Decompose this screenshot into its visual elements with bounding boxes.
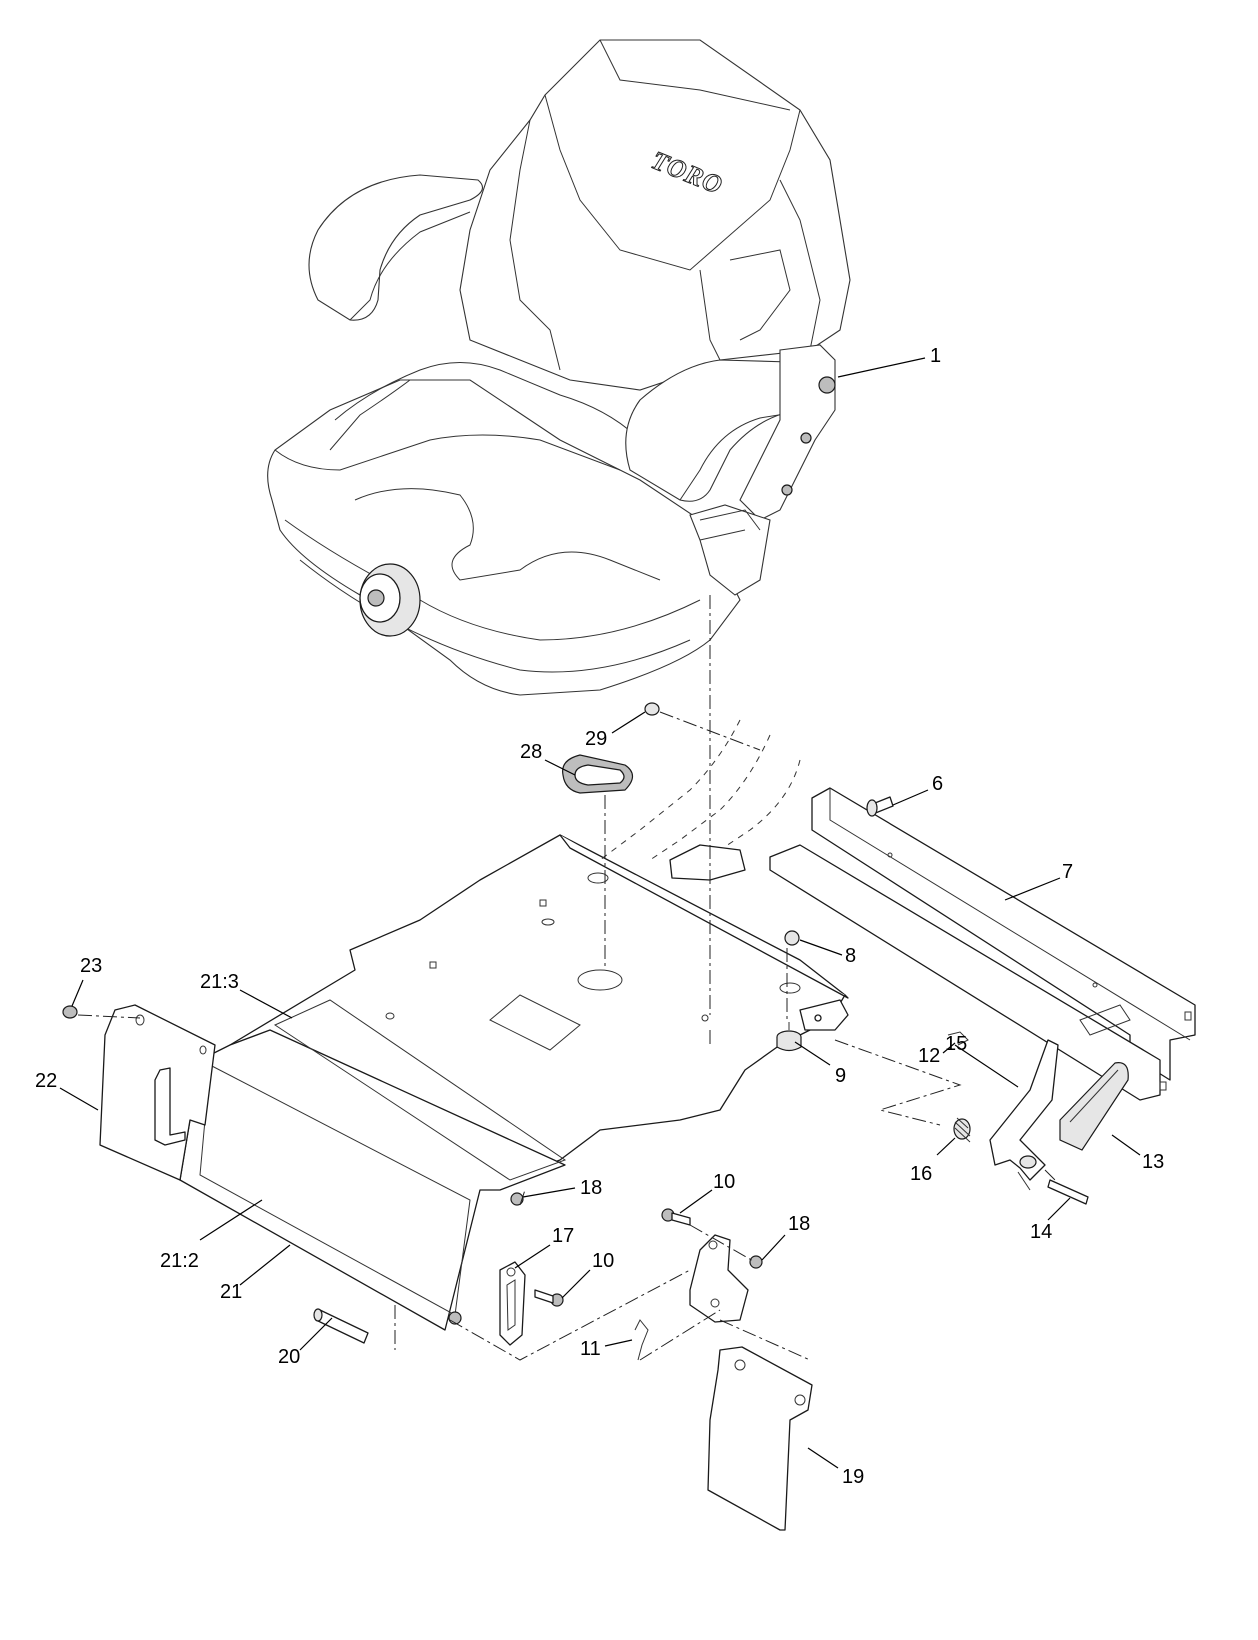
callout-20: 20 [278, 1346, 300, 1368]
lock-nut-lower [749, 1255, 763, 1269]
callout-10-upper: 10 [713, 1171, 735, 1193]
callout-12: 12 [918, 1045, 940, 1067]
hairpin-clip [634, 1319, 649, 1361]
latch-lever [989, 1039, 1059, 1191]
seat-adjustment-knob [359, 563, 421, 637]
callout-8: 8 [845, 945, 856, 967]
callout-21: 21 [220, 1281, 242, 1303]
callout-labels: 1 6 7 8 9 10 10 11 12 13 14 15 16 17 18 … [35, 345, 1164, 1488]
callout-16: 16 [910, 1163, 932, 1185]
callout-18-lower: 18 [788, 1213, 810, 1235]
seat-rail [769, 787, 1196, 1101]
pivot-nut [448, 1311, 462, 1325]
bolt-upper [661, 1208, 691, 1226]
latch-bracket [689, 1234, 749, 1323]
callout-11: 11 [580, 1338, 601, 1360]
seat-assembly: TORO [267, 39, 851, 696]
callout-23: 23 [80, 955, 102, 977]
callout-13: 13 [1142, 1151, 1164, 1173]
callout-15: 15 [945, 1033, 967, 1055]
retaining-clip [947, 1031, 969, 1046]
carriage-bolt [866, 796, 894, 817]
lock-nut-upper [510, 1192, 524, 1206]
torsion-spring [953, 1117, 971, 1143]
callout-leaders [59, 357, 1141, 1469]
bumper [776, 1022, 802, 1052]
hex-nut [644, 702, 660, 716]
callout-28: 28 [520, 741, 542, 763]
assembly-center-lines [77, 595, 1056, 1361]
callout-19: 19 [842, 1466, 864, 1488]
clevis-pin [1047, 1179, 1089, 1205]
handle-grip [1059, 1062, 1129, 1151]
callout-7: 7 [1062, 861, 1073, 883]
callout-18-upper: 18 [580, 1177, 602, 1199]
bolt [62, 1005, 78, 1019]
grommet [562, 754, 634, 794]
seat-mount-plate [179, 834, 849, 1331]
side-cover-plate [99, 1004, 216, 1181]
callout-29: 29 [585, 728, 607, 750]
callout-1: 1 [930, 345, 941, 367]
callout-17: 17 [552, 1225, 574, 1247]
lower-cover-plate [707, 1346, 813, 1531]
callout-10-lower: 10 [592, 1250, 614, 1272]
flange-nut [784, 930, 800, 946]
callout-21-3: 21:3 [200, 971, 239, 993]
callout-21-2: 21:2 [160, 1250, 199, 1272]
callout-9: 9 [835, 1065, 846, 1087]
callout-14: 14 [1030, 1221, 1052, 1243]
bolt-lower [534, 1289, 564, 1307]
callout-6: 6 [932, 773, 943, 795]
slotted-link [499, 1261, 526, 1346]
callout-22: 22 [35, 1070, 57, 1092]
hinge-pin [313, 1308, 369, 1344]
